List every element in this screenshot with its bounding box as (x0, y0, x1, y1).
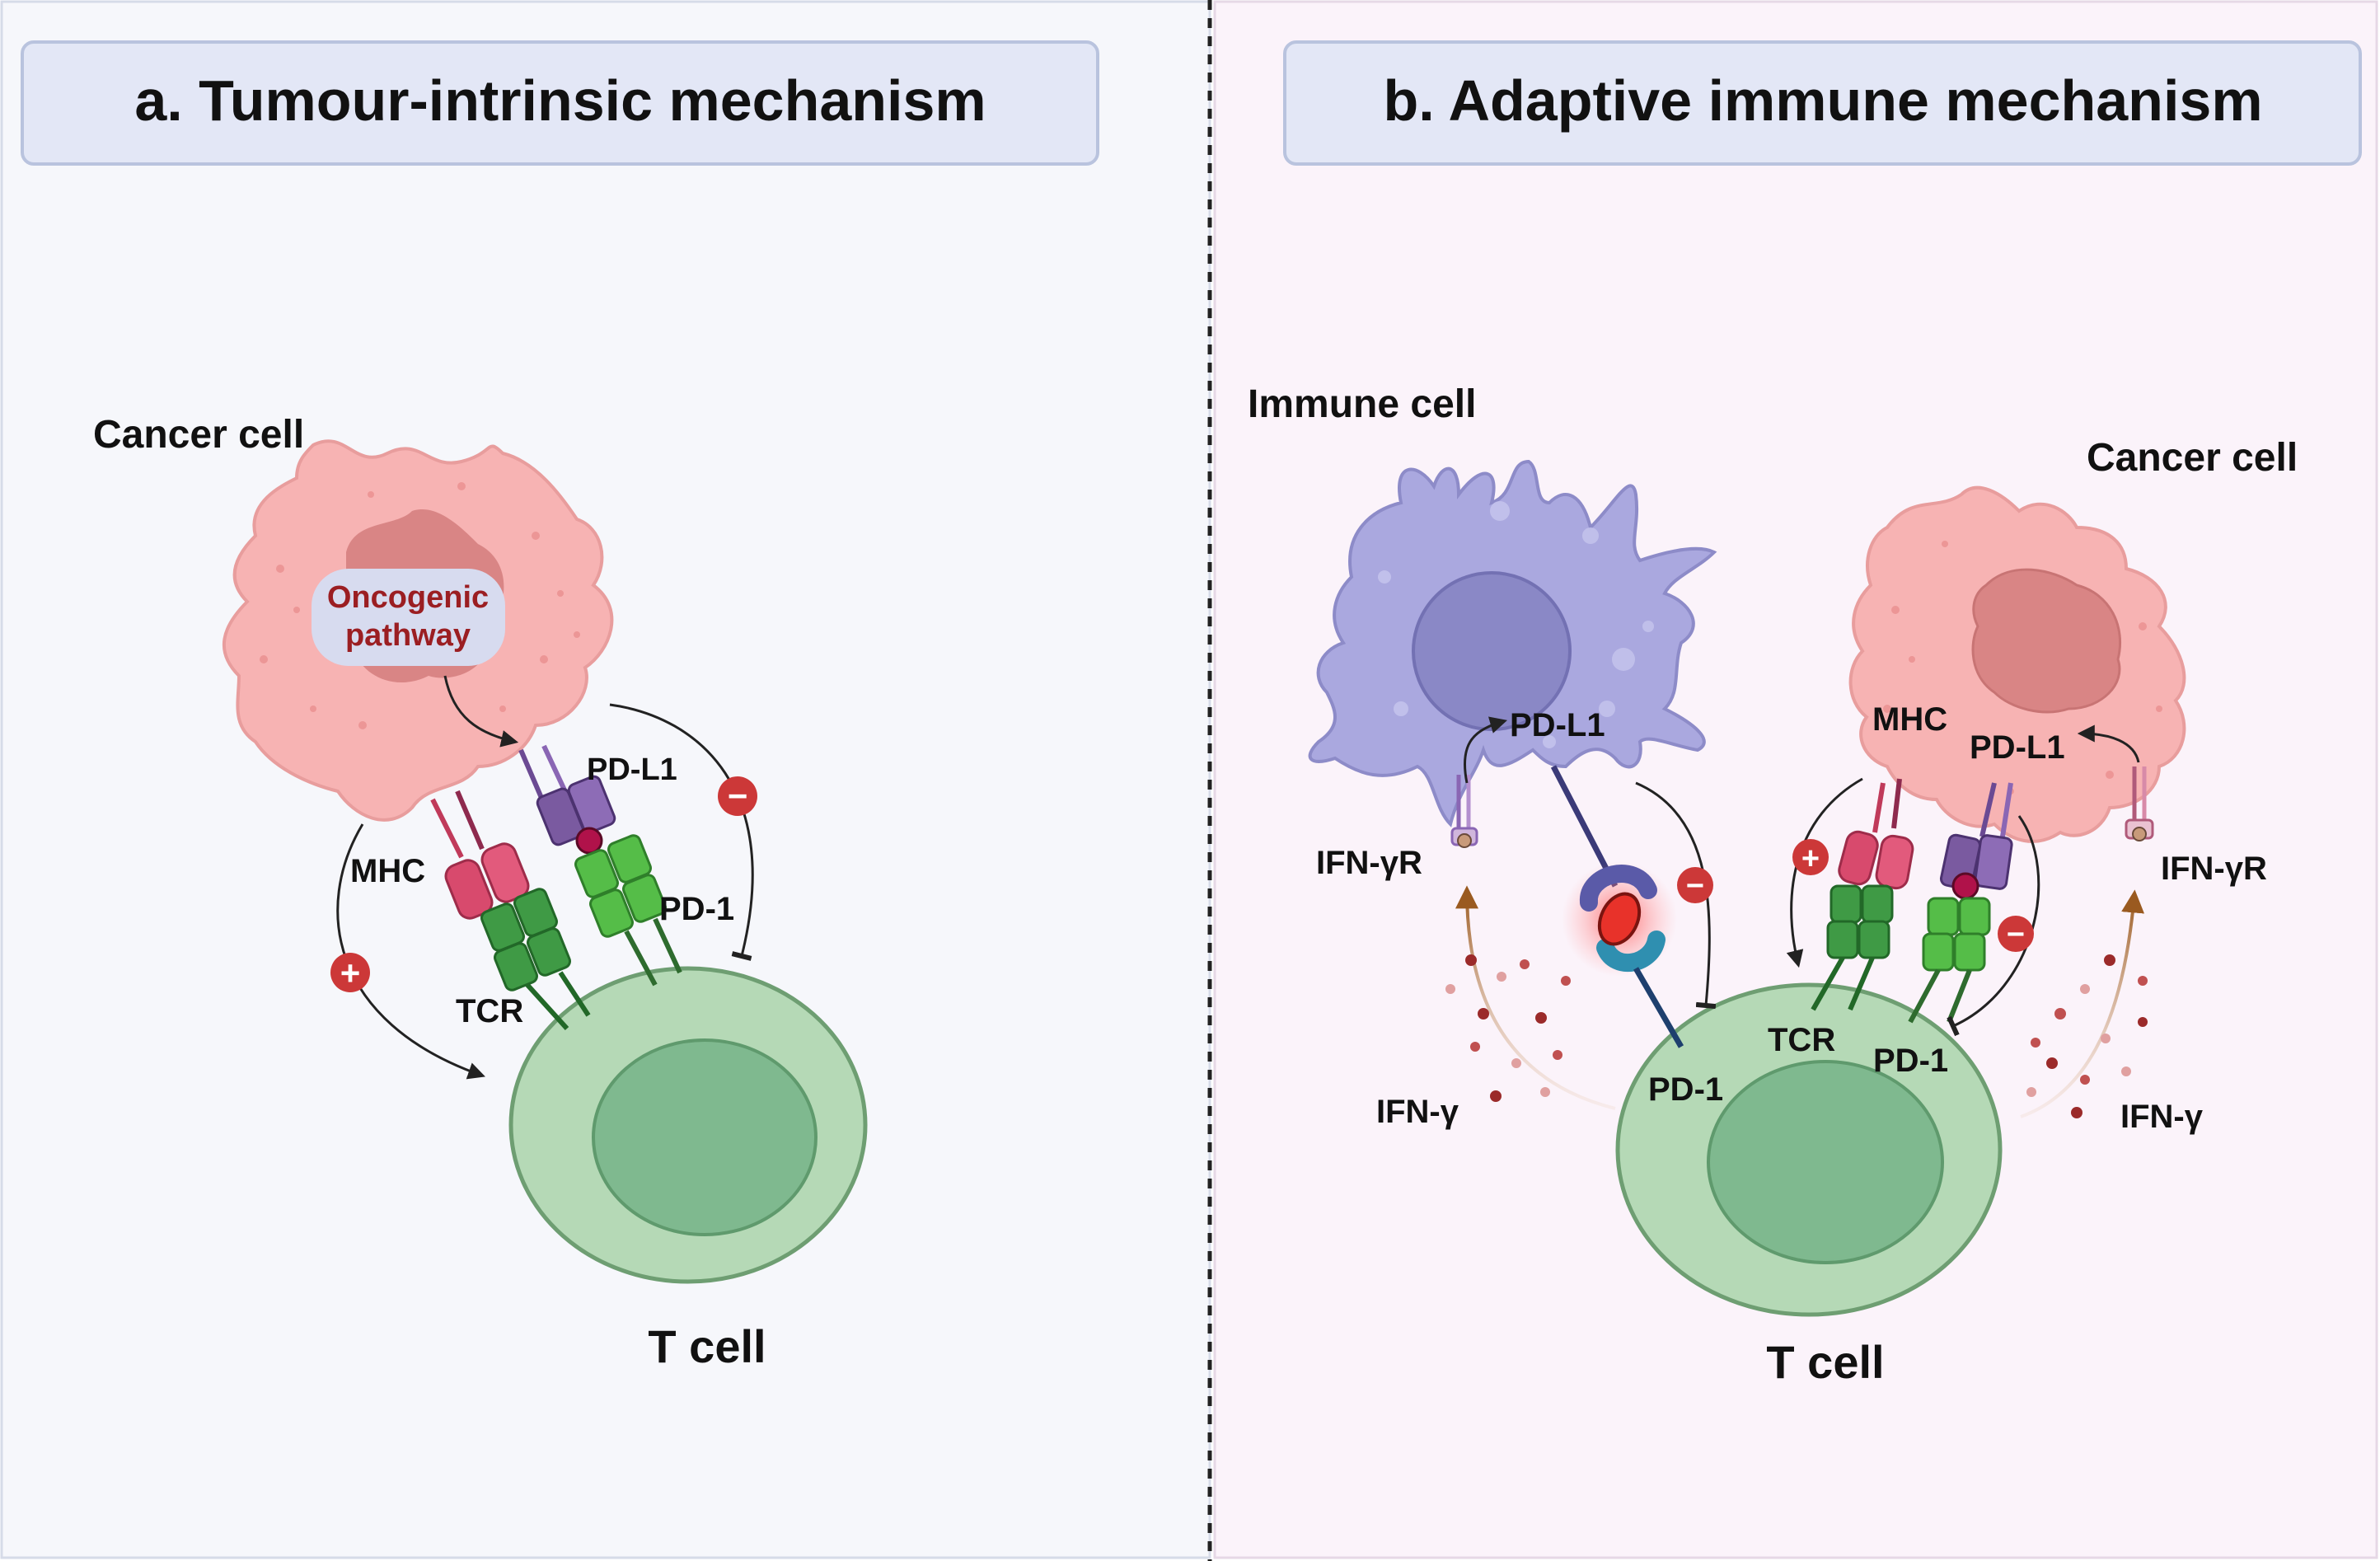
panel-b: b. Adaptive immune mechanism Immune cell… (1213, 0, 2378, 1559)
pd1-inhibition-arc (609, 703, 754, 961)
svg-text:−: − (1686, 869, 1704, 903)
panel-b-title-box (1283, 40, 2362, 166)
pd1-label-a: PD-1 (659, 891, 734, 927)
svg-text:−: − (2007, 917, 2025, 952)
panel-a-title: a. Tumour-intrinsic mechanism (134, 68, 986, 133)
tcr-domain-4 (527, 927, 571, 977)
cancer-ifngr-to-pdl1-arrow (2077, 724, 2140, 763)
svg-text:−: − (728, 776, 748, 815)
minus-sign-b-right: − (1998, 916, 2034, 952)
cancer-pdl1-label-b: PD-L1 (1970, 729, 2065, 766)
binding-core (1597, 892, 1642, 946)
pdl1-binding-site (575, 827, 603, 855)
minus-sign-a: − (718, 776, 757, 816)
pathway-to-pdl1-arrow (443, 675, 519, 748)
pdl1-cup (1580, 865, 1657, 912)
minus-sign-b-left: − (1677, 867, 1713, 903)
mhc-label-a: MHC (350, 853, 425, 889)
pd1-right-label: PD-1 (1873, 1043, 1948, 1079)
pd1-left-label: PD-1 (1648, 1071, 1723, 1108)
panel-a-title-box (21, 40, 1099, 166)
cancer-cell-label-a: Cancer cell (93, 413, 304, 457)
ifng-left-arrow (1455, 885, 1616, 1110)
mhc-tcr-complex-b (1811, 778, 1914, 1011)
pdl1-pd1-complex-a (518, 744, 682, 987)
ifng-particles-left (1445, 954, 1571, 1102)
panel-b-title: b. Adaptive immune mechanism (1383, 68, 2262, 133)
mhc-domain-1 (444, 859, 494, 920)
immune-cell (1308, 459, 1717, 827)
immune-cell-label: Immune cell (1248, 382, 1476, 426)
t-cell-b-nucleus (1707, 1060, 1944, 1264)
plus-sign-b: + (1792, 839, 1829, 876)
panel-a: a. Tumour-intrinsic mechanism Oncogenic … (0, 0, 1211, 1559)
t-cell-nucleus (592, 1038, 818, 1236)
immune-nucleus (1412, 571, 1572, 731)
tcr-label-a: TCR (456, 993, 523, 1029)
immune-ifngr-to-pdl1-arrow (1463, 716, 1508, 784)
immune-pdl1-label: PD-L1 (1510, 707, 1605, 743)
ifngr-right-label: IFN-γR (2161, 851, 2267, 887)
ifng-particles-right (2026, 954, 2148, 1118)
ifng-left-label: IFN-γ (1376, 1094, 1459, 1130)
oncogenic-pathway-line1: Oncogenic (327, 580, 489, 615)
pdl1-pd1-complex-b (1908, 782, 2013, 1024)
svg-text:+: + (340, 954, 361, 992)
immune-vesicles (1378, 501, 1654, 748)
pdl1-domain-2 (567, 775, 616, 834)
ifngr-receptor-left (1450, 775, 1478, 848)
t-cell-label-a: T cell (648, 1320, 766, 1372)
ifng-right-label: IFN-γ (2120, 1099, 2204, 1135)
panel-b-background (1213, 0, 2378, 1559)
pd1-cup (1596, 931, 1666, 972)
ifng-right-arrow (2020, 889, 2145, 1118)
tcr-domain-3 (494, 942, 538, 991)
t-cell-b (1615, 982, 2003, 1317)
immune-pdl1-pd1-link (1550, 765, 1684, 1048)
t-cell-label-b: T cell (1766, 1336, 1884, 1388)
ifngr-left-label: IFN-γR (1316, 845, 1422, 881)
oncogenic-pathway-box (312, 569, 505, 666)
cancer-cell-label-b: Cancer cell (2087, 436, 2298, 480)
cancer-cell-b-nucleus (1971, 568, 2122, 714)
mhc-tcr-complex-a (430, 790, 591, 1031)
svg-text:+: + (1801, 841, 1820, 876)
pd1-domain-4 (622, 874, 667, 923)
pdl1-label-a: PD-L1 (587, 752, 677, 787)
pd1-domain-3 (589, 888, 634, 938)
mhc-label-b: MHC (1872, 701, 1947, 738)
cancer-speckles (260, 482, 580, 729)
cancer-cell-a: Oncogenic pathway (223, 439, 614, 822)
ifngr-receptor-right (2125, 766, 2154, 841)
oncogenic-pathway-line2: pathway (345, 618, 471, 653)
t-cell-a (508, 966, 868, 1284)
panel-a-background (0, 0, 1211, 1559)
cancer-cell-b (1848, 485, 2186, 843)
plus-sign-a: + (330, 953, 370, 992)
tcr-label-b: TCR (1768, 1022, 1835, 1058)
